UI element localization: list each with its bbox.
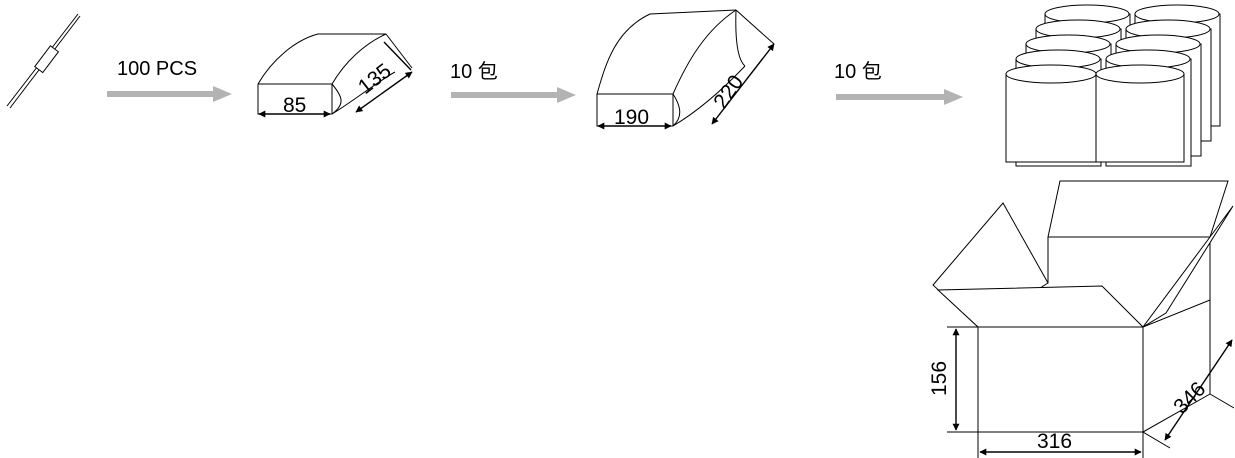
small-bag-width-label: 85	[283, 94, 306, 117]
arrow-1	[107, 86, 232, 102]
arrow-3	[836, 89, 963, 105]
small-bag-depth-dimension	[355, 71, 413, 113]
stacked-bags-group	[1005, 4, 1221, 167]
carton-depth-tick-front	[1142, 431, 1171, 449]
carton-height-label: 156	[928, 361, 951, 396]
carton-depth-dimension	[1164, 339, 1233, 441]
component-icon	[6, 13, 81, 109]
step-bags-2-label: 10 包	[834, 60, 882, 83]
small-bag-depth-tick	[383, 41, 412, 71]
carton-width-label: 316	[1037, 430, 1072, 453]
large-bag-width-label: 190	[614, 106, 649, 129]
step-bags-1-label: 10 包	[450, 60, 498, 83]
step-pieces-label: 100 PCS	[117, 58, 197, 80]
carton-depth-tick-back	[1209, 393, 1235, 409]
arrow-2	[451, 87, 576, 103]
large-bag-depth-dimension	[711, 43, 775, 125]
small-bag-depth-label: 135	[354, 59, 396, 99]
large-bag-depth-label: 220	[709, 71, 748, 113]
